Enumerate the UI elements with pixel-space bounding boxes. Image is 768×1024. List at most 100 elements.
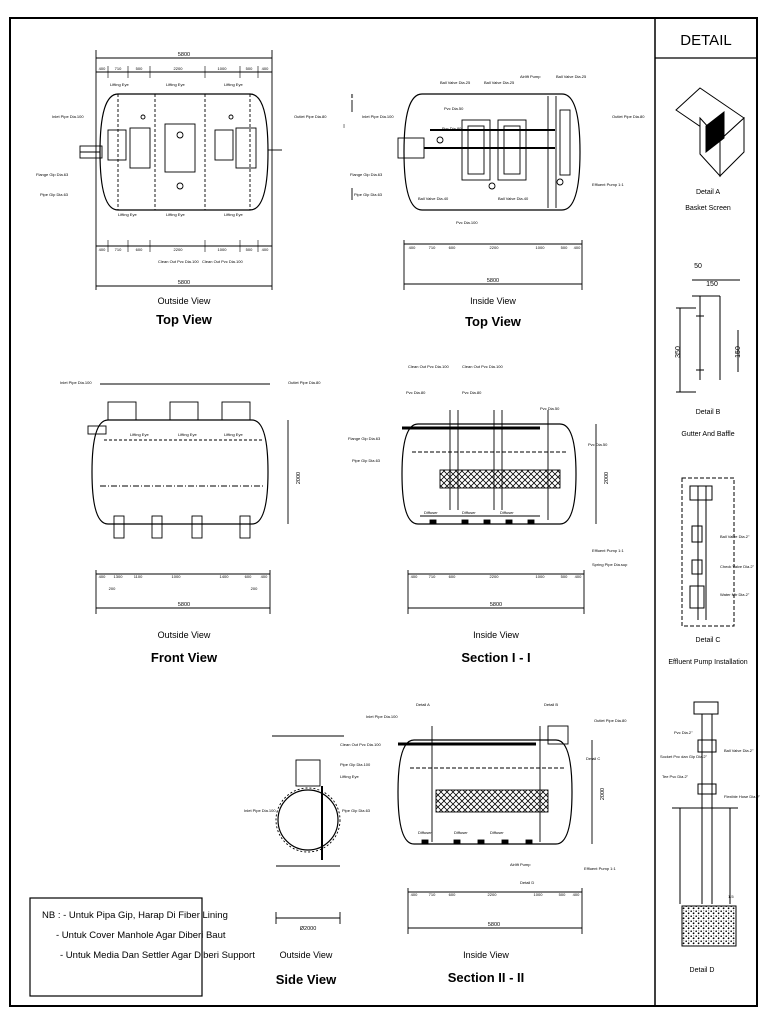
top-outside-subtitle: Outside View xyxy=(158,296,211,306)
label-inlet-top-outside: Inlet Pipe Dia.100 xyxy=(52,114,84,119)
label-diffuser-section-ii-1: Diffuser xyxy=(418,830,432,835)
label-pipe-top-inside: Pipe Gip Dia.63 xyxy=(354,192,383,197)
label-pvc2-top-inside: Pvc Dia.80 xyxy=(442,126,462,131)
label-inlet-side: Inlet Pipe Dia.100 xyxy=(244,808,276,813)
label-pvc4-section-i: Pvc Dia.50 xyxy=(588,442,608,447)
svg-text:200: 200 xyxy=(109,586,116,591)
svg-text:400: 400 xyxy=(262,66,269,71)
label-pvc2-section-i: Pvc Dia.80 xyxy=(462,390,482,395)
svg-text:600: 600 xyxy=(449,892,456,897)
svg-text:1000: 1000 xyxy=(536,574,546,579)
svg-text:600: 600 xyxy=(245,574,252,579)
svg-text:500: 500 xyxy=(136,66,143,71)
detail-b-d2: 150 xyxy=(706,281,718,288)
label-lifting-front-3: Lifting Eye xyxy=(224,432,243,437)
svg-text:1000: 1000 xyxy=(218,66,228,71)
label-outlet-top-outside: Outlet Pipe Dia.80 xyxy=(294,114,327,119)
top-view-inside xyxy=(351,93,583,290)
label-outlet-top-inside: Outlet Pipe Dia.80 xyxy=(612,114,645,119)
detail-c-sub: Effluent Pump Installation xyxy=(668,659,747,666)
detail-d-l5: Flexible Hose Dia.2" xyxy=(724,794,761,799)
label-pvc3-top-inside: Pvc Dia.100 xyxy=(456,220,478,225)
marker-ii-top: II xyxy=(350,94,354,100)
svg-text:400: 400 xyxy=(574,245,581,250)
side-title: Side View xyxy=(276,972,337,987)
front-overall: 5800 xyxy=(178,602,190,608)
svg-text:2200: 2200 xyxy=(174,247,184,252)
svg-text:1000: 1000 xyxy=(218,247,228,252)
section-ii-diffusers xyxy=(421,839,533,845)
detail-c-title: Detail C xyxy=(696,637,721,644)
detail-a-drawing xyxy=(675,87,745,178)
section-ii-subtitle: Inside View xyxy=(463,950,509,960)
svg-text:1300: 1300 xyxy=(114,574,124,579)
svg-text:400: 400 xyxy=(262,247,269,252)
front-subtitle: Outside View xyxy=(158,630,211,640)
label-cleanout-top-outside-1: Clean Out Pvc Dia.100 xyxy=(158,259,199,264)
top-inside-subtitle: Inside View xyxy=(470,296,516,306)
detail-d-drawing xyxy=(672,701,738,947)
detail-b-d3: 350 xyxy=(675,346,682,358)
svg-text:710: 710 xyxy=(115,66,122,71)
label-ballvalve3-top-inside: Ball Valve Dia.40 xyxy=(418,196,449,201)
label-cleanout-top-outside-2: Clean Out Pvc Dia.100 xyxy=(202,259,243,264)
label-cleanout1-section-i: Clean Out Pvc Dia.100 xyxy=(408,364,449,369)
label-pvc1-top-inside: Pvc Dia.50 xyxy=(444,106,464,111)
svg-text:400: 400 xyxy=(411,892,418,897)
label-diffuser-section-i-3: Diffuser xyxy=(500,510,514,515)
detail-d-l4: Tee Pvc Dia.2" xyxy=(662,774,689,779)
svg-text:710: 710 xyxy=(429,574,436,579)
front-title: Front View xyxy=(151,650,218,665)
outer-border xyxy=(9,17,758,1007)
svg-text:400: 400 xyxy=(575,574,582,579)
label-flange-section-i: Flange Gip Dia.63 xyxy=(348,436,381,441)
side-overall: Ø2000 xyxy=(300,926,317,932)
label-detail-b-section-ii: Detail B xyxy=(544,702,558,707)
svg-text:600: 600 xyxy=(136,247,143,252)
label-effluent-top-inside: Effluent Pump 1:1 xyxy=(592,182,625,187)
svg-text:600: 600 xyxy=(449,245,456,250)
svg-text:1000: 1000 xyxy=(536,245,546,250)
svg-text:500: 500 xyxy=(246,247,253,252)
section-i-overall: 5800 xyxy=(490,602,502,608)
top-outside-title: Top View xyxy=(156,312,213,327)
section-ii-height: 2000 xyxy=(600,788,606,800)
detail-c-l2: Check Valve Dia.2" xyxy=(720,564,755,569)
front-height: 2000 xyxy=(296,472,302,484)
label-lifting-top-outside-6: Lifting Eye xyxy=(224,212,243,217)
detail-d-title: Detail D xyxy=(690,967,715,974)
label-airlift-section-ii: Airlift Pump xyxy=(510,862,531,867)
svg-text:400: 400 xyxy=(99,247,106,252)
front-dims: 400 1300 1100 1000 1400 600 400 200 200 xyxy=(99,574,268,591)
label-flange-top-outside: Flange Gip Dia.63 xyxy=(36,172,69,177)
detail-b-d4: 150 xyxy=(735,346,742,358)
detail-header: DETAIL xyxy=(680,32,731,49)
section-i-title: Section I - I xyxy=(461,650,530,665)
detail-b-title: Detail B xyxy=(696,409,721,416)
detail-a-sub: Basket Screen xyxy=(685,205,731,212)
section-i-dims: 400 710 600 2200 1000 500 400 xyxy=(411,574,582,579)
svg-text:2200: 2200 xyxy=(174,66,184,71)
top-inside-dims: 400 710 600 2200 1000 500 400 xyxy=(409,245,581,250)
svg-text:400: 400 xyxy=(573,892,580,897)
label-lifting-top-outside-4: Lifting Eye xyxy=(118,212,137,217)
label-ballvalve1-top-inside: Ball Valve Dia.25 xyxy=(440,80,471,85)
svg-text:1100: 1100 xyxy=(134,574,143,579)
label-pipe-section-i: Pipe Gip Dia.63 xyxy=(352,458,381,463)
detail-b-drawing xyxy=(676,279,740,393)
label-outlet-section-ii: Outlet Pipe Dia.80 xyxy=(594,718,627,723)
svg-text:710: 710 xyxy=(429,245,436,250)
detail-d-l3: Ball Valve Dia.2" xyxy=(724,748,754,753)
svg-text:400: 400 xyxy=(99,66,106,71)
svg-text:2200: 2200 xyxy=(490,245,500,250)
label-lifting-front-1: Lifting Eye xyxy=(130,432,149,437)
section-ii-title: Section II - II xyxy=(448,970,525,985)
label-diffuser-section-i-1: Diffuser xyxy=(424,510,438,515)
label-inlet-front: Inlet Pipe Dia.100 xyxy=(60,380,92,385)
label-effluent-section-i: Effluent Pump 1:1 xyxy=(592,548,625,553)
label-spring-section-i: Spring Pipe Dia.sup xyxy=(592,562,628,567)
detail-c-drawing xyxy=(681,477,735,627)
svg-text:500: 500 xyxy=(561,574,568,579)
section-i-diffusers xyxy=(429,519,535,525)
svg-text:710: 710 xyxy=(115,247,122,252)
